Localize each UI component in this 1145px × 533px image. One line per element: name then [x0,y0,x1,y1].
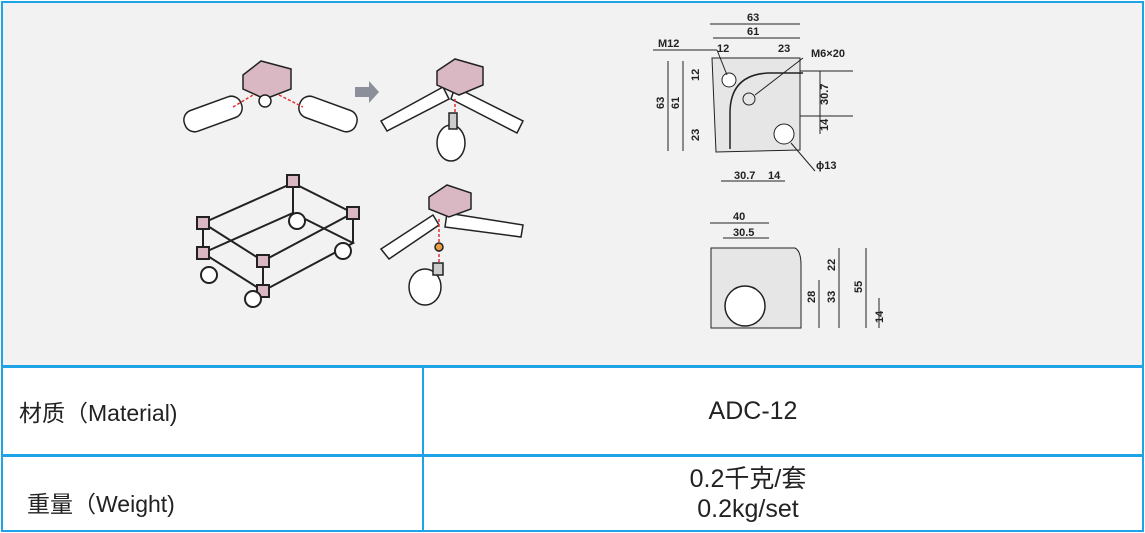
dim-40: 40 [733,211,745,223]
dim-22: 22 [826,259,838,271]
dim-30-5: 30.5 [733,227,754,239]
product-illustration: 63 61 12 23 M12 M6×20 63 61 12 23 30.7 1… [3,3,1142,368]
top-view-drawing [653,23,853,182]
spec-row-weight: 重量（Weight) 0.2千克/套 0.2kg/set [3,457,1142,530]
label-phi13: ϕ13 [816,160,836,172]
dim-61-vertical: 61 [670,97,682,109]
dim-28: 28 [806,291,818,303]
label-m6x20: M6×20 [811,48,845,60]
dim-30-7-vertical: 30.7 [819,84,831,105]
product-drawings: 63 61 12 23 M12 M6×20 63 61 12 23 30.7 1… [183,12,886,329]
spec-row-material: 材质（Material) ADC-12 [3,368,1142,457]
dim-14-vertical: 14 [819,118,831,131]
dim-14-side: 14 [874,310,886,323]
label-m12: M12 [658,38,679,50]
dim-55: 55 [853,281,865,293]
dim-30-7: 30.7 [734,170,755,182]
dim-12: 12 [717,43,729,55]
spec-value-line: ADC-12 [708,397,798,425]
spec-label: 材质（Material) [3,368,424,454]
spec-value: 0.2千克/套 0.2kg/set [424,457,1142,530]
dim-12-vertical: 12 [690,69,702,81]
spec-value: ADC-12 [424,368,1142,454]
connector-assembled-illustration [379,58,525,162]
side-view-drawing [710,222,880,329]
arrow-right-icon [355,81,379,103]
side-view-dimensions: 40 30.5 22 28 33 55 14 [733,211,886,323]
connector-caster-exploded-illustration [379,184,524,306]
dim-61: 61 [747,26,759,38]
top-view-dimensions: 63 61 12 23 M12 M6×20 63 61 12 23 30.7 1… [655,12,845,182]
connector-exploded-illustration [183,60,358,133]
spec-value-line: 0.2kg/set [697,494,799,523]
cart-frame-illustration [196,174,360,308]
dim-63-vertical: 63 [655,97,667,109]
dim-23: 23 [778,43,790,55]
dim-33: 33 [826,291,838,303]
dim-14: 14 [768,170,781,182]
spec-label: 重量（Weight) [3,457,424,530]
dim-63: 63 [747,12,759,24]
spec-value-line: 0.2千克/套 [689,464,807,493]
dim-23-vertical: 23 [690,129,702,141]
